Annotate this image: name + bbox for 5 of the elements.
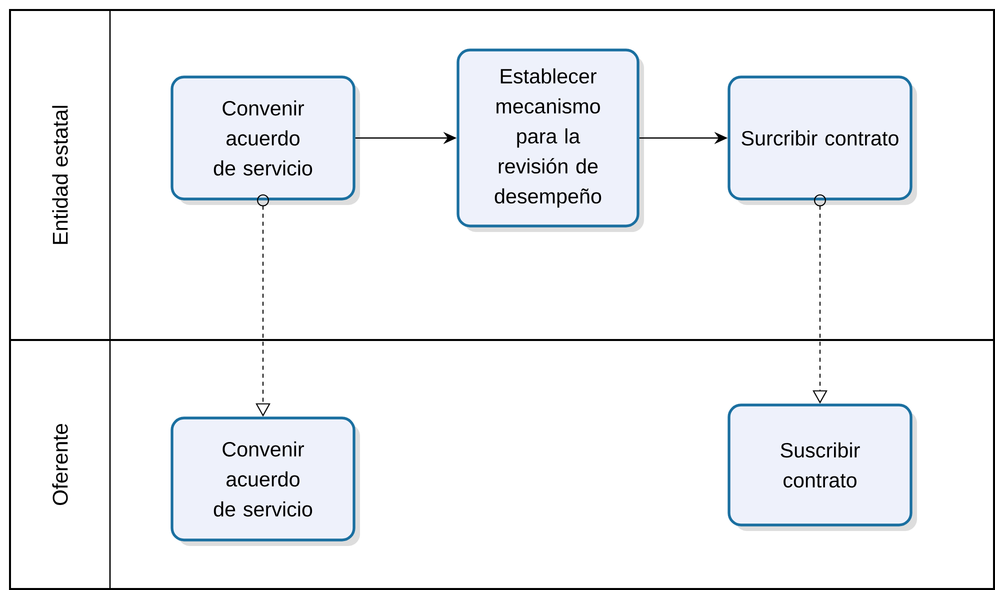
task-box: Surcribir contrato xyxy=(728,76,917,205)
task-box: Establecer mecanismo para la revisión de desempeño xyxy=(456,48,644,232)
task-box: Suscribir contrato xyxy=(728,404,917,531)
task-box: Convenir acuerdo de servicio xyxy=(170,416,360,546)
task-box: Convenir acuerdo de servicio xyxy=(170,76,360,205)
